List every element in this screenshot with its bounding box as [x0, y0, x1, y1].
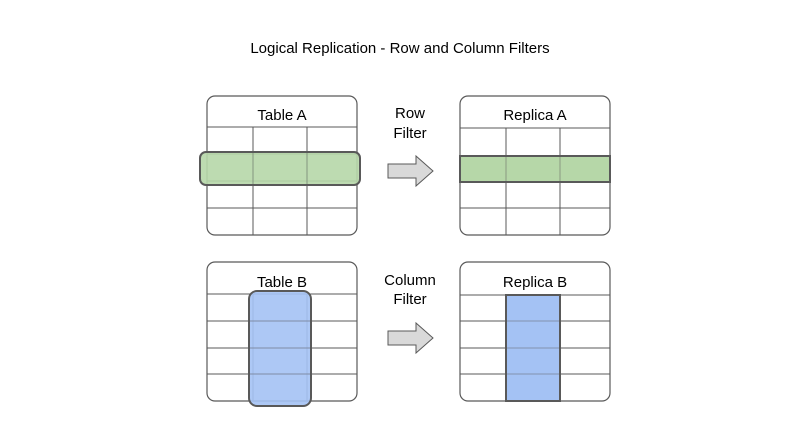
table-b-label: Table B: [257, 274, 307, 291]
row-filter-arrow-icon: [387, 154, 434, 188]
diagram-title: Logical Replication - Row and Column Fil…: [250, 40, 549, 57]
replica-b-label: Replica B: [503, 274, 567, 291]
replica-a-label: Replica A: [503, 107, 566, 124]
column-filter-highlight: [248, 290, 312, 407]
table-a-label: Table A: [257, 107, 306, 124]
row-filter-label-line2: Filter: [393, 125, 426, 142]
column-filter-label-line1: Column: [384, 272, 436, 289]
column-filter-label-line2: Filter: [393, 291, 426, 308]
column-filter-arrow-icon: [387, 321, 434, 355]
replicated-row: [459, 155, 611, 183]
row-filter-label-line1: Row: [395, 105, 425, 122]
row-filter-highlight: [199, 151, 361, 186]
